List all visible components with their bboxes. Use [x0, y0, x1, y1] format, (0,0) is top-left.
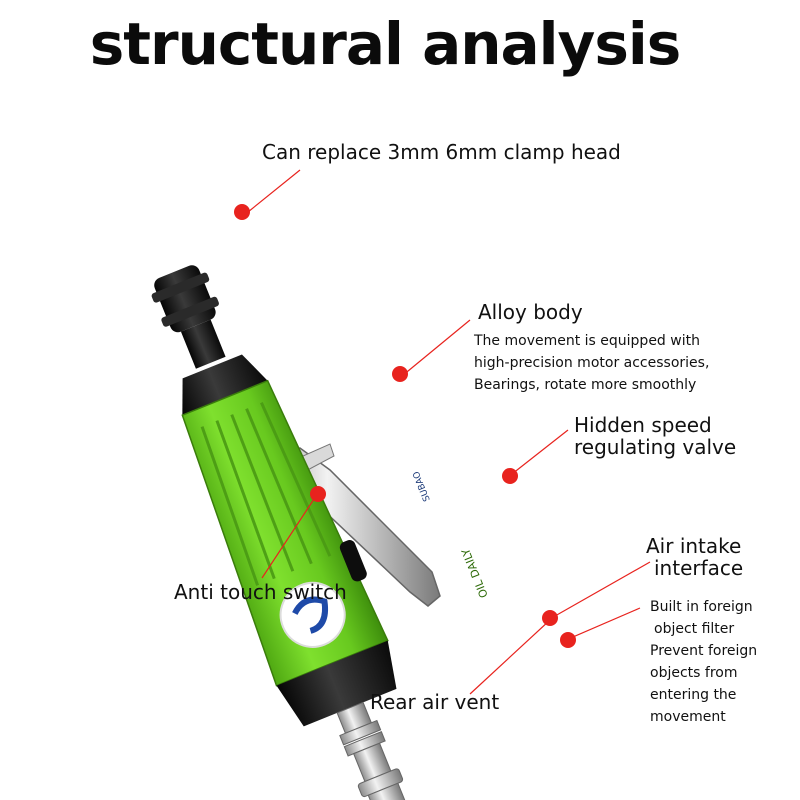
oil-text: OIL DAILY	[459, 546, 491, 599]
marker-clamp	[234, 204, 250, 220]
alloy-desc-2: high-precision motor accessories,	[474, 355, 710, 371]
vent-label: Rear air vent	[370, 690, 500, 714]
air-desc-1: Built in foreign	[650, 599, 753, 615]
valve-label-line1: Hidden speed	[574, 413, 712, 437]
valve-label-line2: regulating valve	[574, 435, 737, 459]
die-grinder	[151, 265, 407, 800]
page-title: structural analysis	[89, 10, 682, 78]
marker-vent	[542, 610, 558, 626]
brand-text: SUBAO	[412, 470, 433, 503]
alloy-label: Alloy body	[478, 300, 583, 324]
air-label-line1: Air intake	[646, 534, 742, 558]
marker-alloy	[392, 366, 408, 382]
marker-valve	[502, 468, 518, 484]
air-label-line2: interface	[654, 556, 744, 580]
markers	[234, 204, 576, 648]
air-desc-6: movement	[650, 709, 726, 725]
air-desc-5: entering the	[650, 687, 737, 703]
switch-label: Anti touch switch	[174, 580, 347, 604]
marker-air	[560, 632, 576, 648]
alloy-desc-1: The movement is equipped with	[474, 333, 700, 349]
air-desc-2: object filter	[654, 621, 735, 637]
clamp-label: Can replace 3mm 6mm clamp head	[262, 140, 621, 164]
alloy-desc-3: Bearings, rotate more smoothly	[474, 377, 697, 393]
air-desc-4: objects from	[650, 665, 738, 681]
leader-lines	[247, 169, 651, 695]
marker-switch	[310, 486, 326, 502]
air-desc-3: Prevent foreign	[650, 643, 758, 659]
